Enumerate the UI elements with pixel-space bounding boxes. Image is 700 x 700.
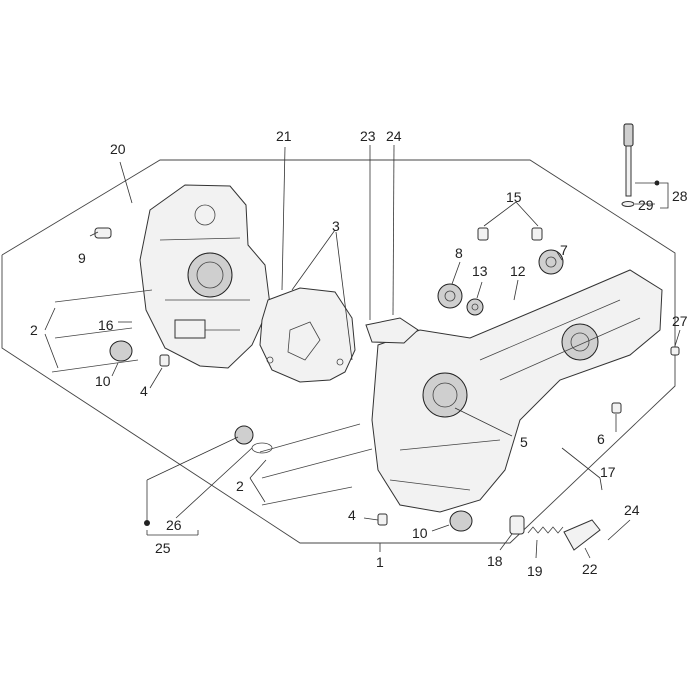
silent-blocks: [109, 340, 473, 532]
bearings: [437, 249, 564, 316]
long-bolts: [51, 289, 373, 506]
callout-16: 16: [98, 317, 114, 333]
callout-3: 3: [332, 218, 340, 234]
assembly-frame: [1, 159, 676, 544]
callout-10: 10: [95, 373, 111, 389]
leader-lines: [44, 144, 681, 559]
callout-23: 23: [360, 128, 376, 144]
left-crankcase: [139, 184, 271, 369]
callout-24b: 24: [624, 502, 640, 518]
dowel-pins: [94, 227, 680, 526]
callout-18: 18: [487, 553, 503, 569]
callout-9: 9: [78, 250, 86, 266]
callout-20: 20: [110, 141, 126, 157]
bracket: [365, 317, 419, 344]
callout-12: 12: [510, 263, 526, 279]
callout-26: 26: [166, 517, 182, 533]
right-crankcase: [371, 269, 663, 513]
callout-2b: 2: [236, 478, 244, 494]
callout-19: 19: [527, 563, 543, 579]
callout-25: 25: [155, 540, 171, 556]
callout-7: 7: [560, 242, 568, 258]
gasket: [259, 287, 356, 383]
callout-4b: 4: [348, 507, 356, 523]
callout-24: 24: [386, 128, 402, 144]
callout-22: 22: [582, 561, 598, 577]
callout-8: 8: [455, 245, 463, 261]
callout-6: 6: [597, 431, 605, 447]
callout-29: 29: [638, 197, 654, 213]
callout-28: 28: [672, 188, 688, 204]
callout-10b: 10: [412, 525, 428, 541]
callout-labels: 20 9 16 2 10 4 21 3 23 24 15 7 8 13 12 2…: [30, 128, 688, 579]
callout-1: 1: [376, 554, 384, 570]
callout-27: 27: [672, 313, 688, 329]
filter-spring: [509, 515, 601, 551]
dipstick: [621, 123, 635, 207]
callout-21: 21: [276, 128, 292, 144]
dot-marker: [144, 520, 150, 526]
callout-2: 2: [30, 322, 38, 338]
callout-17: 17: [600, 464, 616, 480]
callout-13: 13: [472, 263, 488, 279]
callout-15: 15: [506, 189, 522, 205]
callout-4: 4: [140, 383, 148, 399]
callout-5: 5: [520, 434, 528, 450]
oil-seal: [234, 425, 273, 454]
